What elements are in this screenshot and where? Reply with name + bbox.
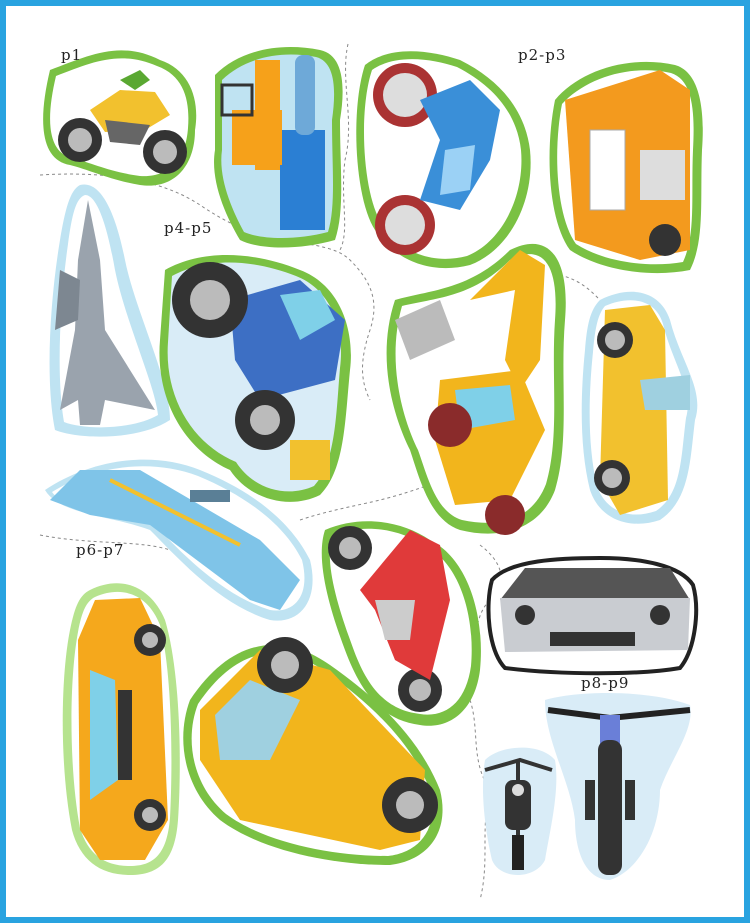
taxi-sticker[interactable] bbox=[62, 583, 180, 875]
yellow-hatchback-sticker[interactable] bbox=[183, 637, 443, 865]
yellow-motorcycle-sticker[interactable] bbox=[43, 50, 197, 186]
yellow-convertible-sticker[interactable] bbox=[581, 291, 698, 524]
fighter-jet-sticker[interactable] bbox=[49, 184, 170, 437]
excavator-sticker[interactable] bbox=[386, 243, 566, 535]
silver-sports-car-sticker[interactable] bbox=[486, 555, 699, 676]
orange-truck-sticker[interactable] bbox=[549, 61, 703, 274]
dirt-bike-sticker[interactable] bbox=[545, 693, 691, 880]
label-p1: p1 bbox=[61, 46, 83, 64]
airplane-sticker[interactable] bbox=[45, 459, 313, 621]
blue-tractor-sticker[interactable] bbox=[159, 255, 351, 502]
red-scooter-sticker[interactable] bbox=[321, 521, 481, 726]
label-p4-p5: p4-p5 bbox=[164, 219, 213, 237]
label-p8-p9: p8-p9 bbox=[581, 674, 630, 692]
small-motorcycle-sticker[interactable] bbox=[482, 747, 557, 875]
label-p2-p3: p2-p3 bbox=[518, 46, 567, 64]
sticker-artwork bbox=[39, 43, 703, 901]
blue-motorbike-sticker[interactable] bbox=[356, 51, 531, 269]
forklift-sticker[interactable] bbox=[214, 47, 343, 248]
sticker-sheet: p1 p2-p3 p4-p5 p6-p7 p8-p9 bbox=[6, 6, 744, 917]
label-p6-p7: p6-p7 bbox=[76, 541, 125, 559]
